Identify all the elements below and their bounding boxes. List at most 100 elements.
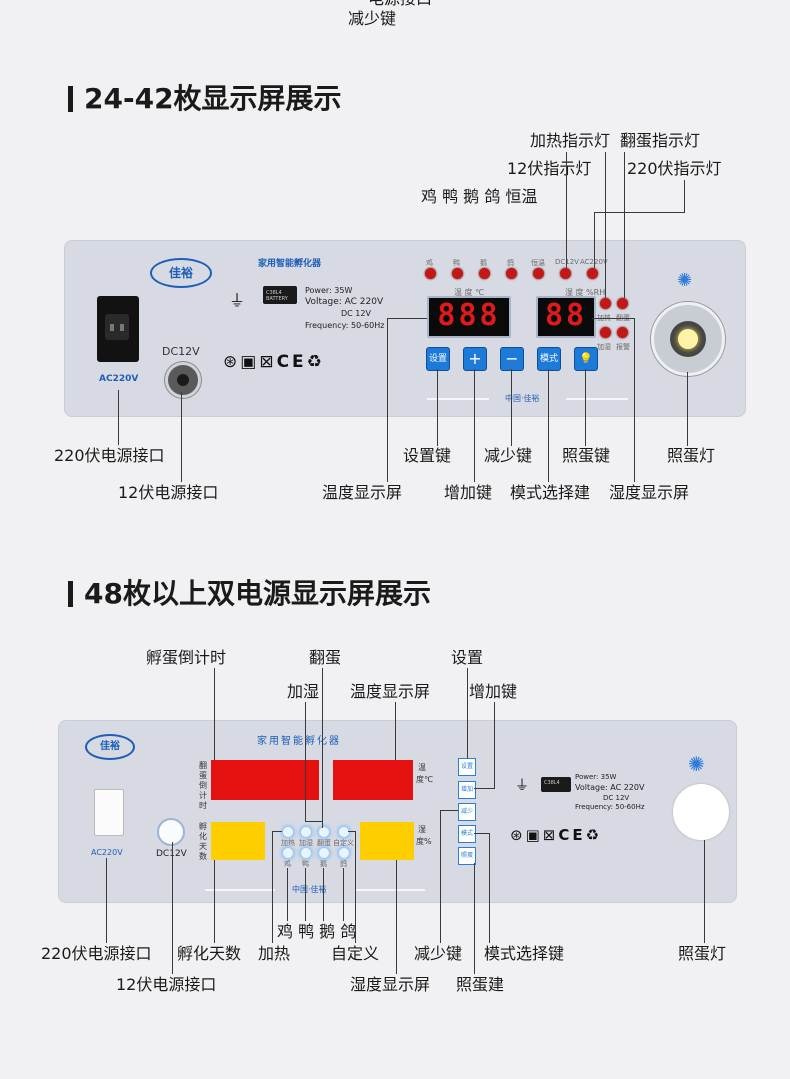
candle-button[interactable]: 💡 — [574, 347, 598, 371]
callout2-set: 设置 — [451, 648, 484, 667]
callout-220v-led: 220伏指示灯 — [627, 159, 722, 178]
led2-duck — [300, 847, 312, 859]
ccc-icon: ⊛ — [223, 352, 241, 372]
leader2-humidify-b — [305, 821, 322, 822]
leader-set — [437, 369, 438, 446]
dc-jack-2[interactable] — [157, 818, 185, 846]
leader2-dc-port — [172, 842, 173, 974]
top-dec-key-label: 减少键 — [348, 9, 397, 28]
dc-label: DC12V — [162, 345, 200, 358]
leader2-turning — [322, 668, 323, 828]
leader2-dec-b — [440, 810, 458, 811]
mode-button[interactable]: 模式 — [537, 347, 561, 371]
leader2-humidify — [305, 702, 306, 822]
hum-display-2 — [360, 822, 414, 860]
leader2-candle-key — [474, 863, 475, 974]
set-button-2[interactable]: 设置 — [458, 758, 476, 776]
leader2-days — [214, 860, 215, 943]
candle-lamp-2 — [673, 784, 729, 840]
candle-lamp — [651, 302, 725, 376]
callout-set-key: 设置键 — [403, 446, 452, 465]
led2-chicken-label: 鸡 — [284, 860, 291, 868]
leader2-duck — [305, 868, 306, 921]
callout-temp-screen: 温度显示屏 — [322, 483, 403, 502]
leader-temp-screen-a — [387, 318, 427, 319]
ac-switch-2[interactable] — [94, 789, 124, 836]
leader2-custom-b — [348, 831, 356, 832]
increase-button[interactable]: + — [463, 347, 487, 371]
callout-inc-key: 增加键 — [444, 483, 493, 502]
footer-rule-right — [566, 398, 628, 400]
dc-jack[interactable] — [165, 362, 201, 398]
brand-logo-2: 佳裕 — [85, 734, 135, 760]
led2-heating — [282, 826, 294, 838]
leader-dc-port — [181, 392, 182, 482]
double-insulation-icon: ▣ — [240, 352, 260, 372]
ac-socket-inner — [105, 314, 129, 340]
ac-label: AC220V — [99, 374, 139, 384]
section2-title-bar — [68, 581, 73, 607]
hum-vlabel: 湿度% — [416, 825, 432, 846]
led2-goose-label: 鹅 — [320, 860, 327, 868]
product-name: 家用智能孵化器 — [258, 259, 322, 269]
leader-temp-screen-b — [387, 318, 388, 482]
section2-title: 48枚以上双电源显示屏展示 — [84, 577, 431, 610]
ac-label-2: AC220V — [91, 848, 123, 857]
leader2-inc-b — [474, 788, 495, 789]
leader-220v-c — [594, 212, 595, 268]
callout2-days: 孵化天数 — [177, 944, 242, 963]
hum-display: 88 — [536, 296, 596, 338]
mode-button-2[interactable]: 模式 — [458, 825, 476, 843]
leader-220v-b — [594, 212, 685, 213]
led-constant — [533, 268, 544, 279]
leader2-chicken — [287, 868, 288, 921]
decrease-button[interactable]: − — [500, 347, 524, 371]
callout-12v-led: 12伏指示灯 — [507, 159, 592, 178]
led-label-pigeon: 鸽 — [507, 259, 514, 267]
led2-pigeon — [338, 847, 350, 859]
callout-heating-led: 加热指示灯 — [530, 131, 611, 150]
callout-ac-port: 220伏电源接口 — [54, 446, 165, 465]
footer2-rule-right — [355, 889, 425, 891]
leader2-mode-a — [489, 833, 490, 943]
decrease-button-2[interactable]: 减少 — [458, 803, 476, 821]
increase-button-2[interactable]: 增加 — [458, 781, 476, 799]
ac-socket[interactable] — [97, 296, 139, 362]
led-alarm-label: 报警 — [616, 343, 630, 351]
led2-chicken — [282, 847, 294, 859]
leader2-hum-screen — [396, 860, 397, 974]
cert-icons-2: ⊛▣⊠CE♻ — [510, 826, 602, 844]
led-humidify-label: 加湿 — [597, 343, 611, 351]
candle-button-2[interactable]: 照蛋 — [458, 847, 476, 865]
set-button[interactable]: 设置 — [426, 347, 450, 371]
led-label-ac220v: AC220V — [580, 258, 608, 266]
led2-pigeon-label: 鸽 — [340, 860, 347, 868]
leader2-ac-port — [106, 858, 107, 943]
spec2-frequency: Frequency: 50-60Hz — [575, 803, 645, 811]
callout-dec-key: 减少键 — [484, 446, 533, 465]
leader2-goose — [323, 868, 324, 921]
countdown-vlabel: 翻蛋倒计时 — [199, 761, 207, 810]
callout2-countdown: 孵蛋倒计时 — [146, 648, 227, 667]
footer-brand: 中国·佳裕 — [505, 394, 540, 403]
double-insulation-icon: ▣ — [525, 826, 543, 844]
temp-vlabel: 温度℃ — [416, 763, 433, 784]
led-label-constant: 恒温 — [531, 259, 545, 267]
led-dc12v — [560, 268, 571, 279]
leader2-inc — [494, 702, 495, 788]
led2-humidify-label: 加湿 — [299, 839, 313, 847]
leader2-heating-a — [272, 831, 273, 943]
spec-power: Power: 35W — [305, 286, 353, 295]
days-vlabel: 孵化天数 — [199, 822, 207, 861]
led-chicken — [425, 268, 436, 279]
led2-goose — [318, 847, 330, 859]
weee-icon: ⊠ — [259, 352, 277, 372]
led-humidify — [600, 327, 611, 338]
candle-lamp-icon: ✺ — [677, 270, 693, 291]
callout2-candle-lamp: 照蛋灯 — [678, 944, 727, 963]
spec2-voltage: Voltage: AC 220V — [575, 783, 645, 792]
spec2-power: Power: 35W — [575, 773, 617, 781]
weee-icon: ⊠ — [542, 826, 559, 844]
footer2-rule-left — [205, 889, 275, 891]
brand-logo: 佳裕 — [150, 258, 212, 288]
